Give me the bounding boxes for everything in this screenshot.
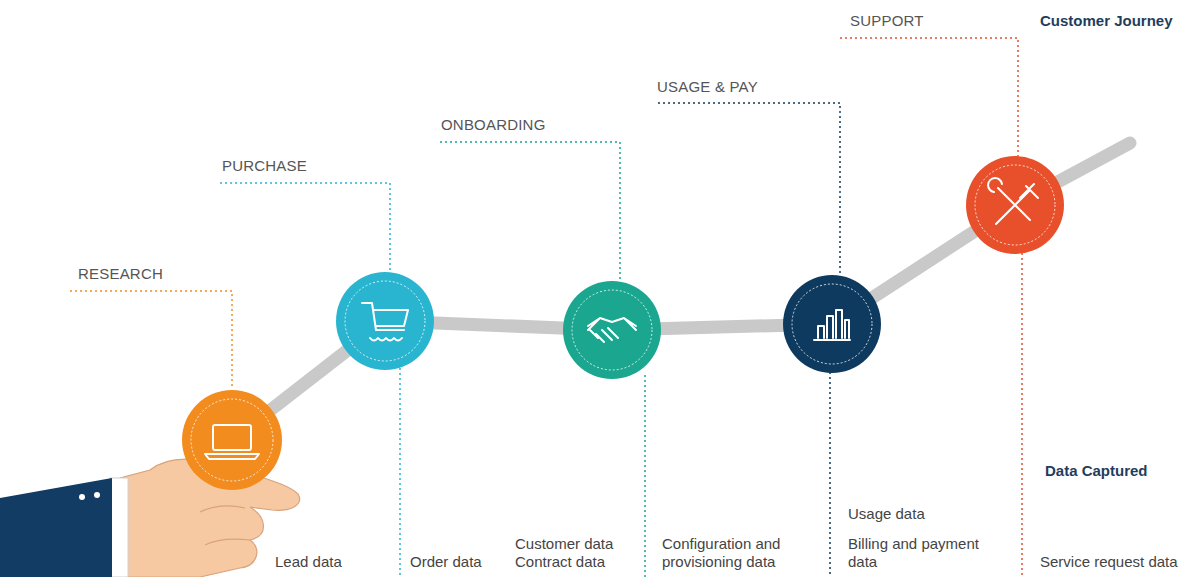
stage-label: RESEARCH (78, 265, 163, 283)
leader-lines (70, 38, 1022, 577)
stage-icons (205, 178, 1038, 459)
stage-label: PURCHASE (222, 157, 307, 175)
data-label: Billing and payment data (848, 535, 988, 571)
data-label: Customer data (515, 535, 613, 553)
stage-label: ONBOARDING (441, 116, 546, 134)
stage-label: USAGE & PAY (657, 78, 758, 96)
data-label: Usage data (848, 505, 925, 523)
data-label: Lead data (275, 553, 342, 571)
section-heading: Data Captured (1045, 462, 1148, 480)
data-label: Order data (410, 553, 482, 571)
data-label: Configuration and provisioning data (662, 535, 812, 571)
diagram-title: Customer Journey (1040, 12, 1173, 30)
stage-label: SUPPORT (850, 12, 924, 30)
journey-path (232, 143, 1130, 440)
stage-circles (182, 156, 1064, 490)
data-label: Service request data (1040, 553, 1178, 571)
data-label: Contract data (515, 553, 605, 571)
